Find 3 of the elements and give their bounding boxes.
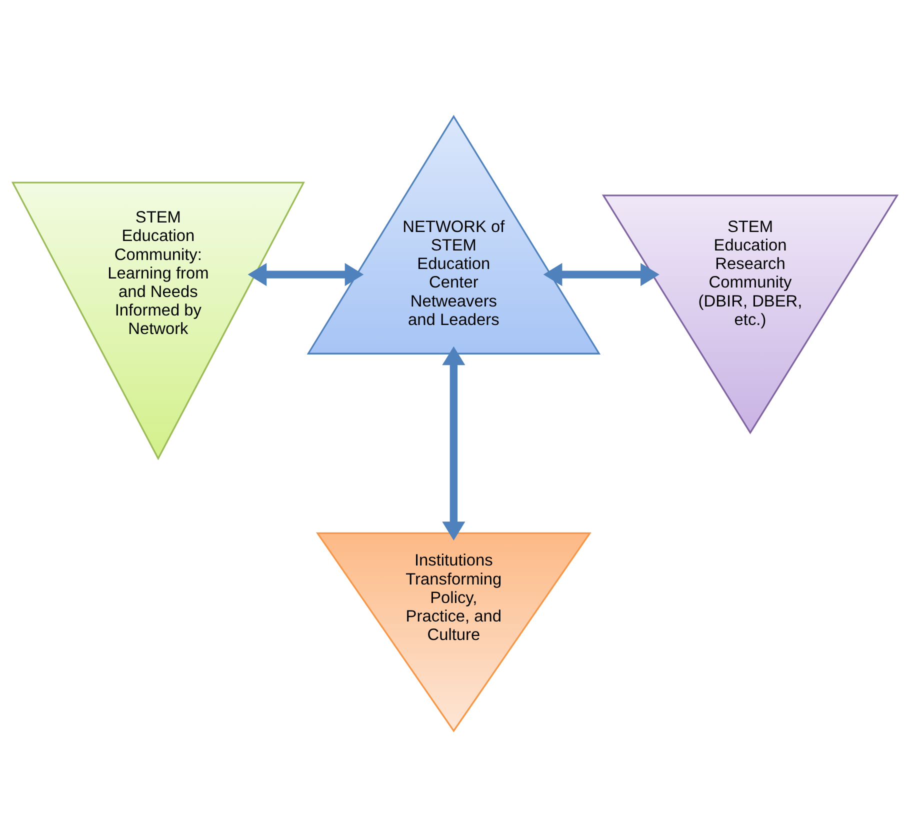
arrow [248, 262, 364, 286]
arrow [442, 346, 466, 540]
arrow [543, 262, 660, 286]
